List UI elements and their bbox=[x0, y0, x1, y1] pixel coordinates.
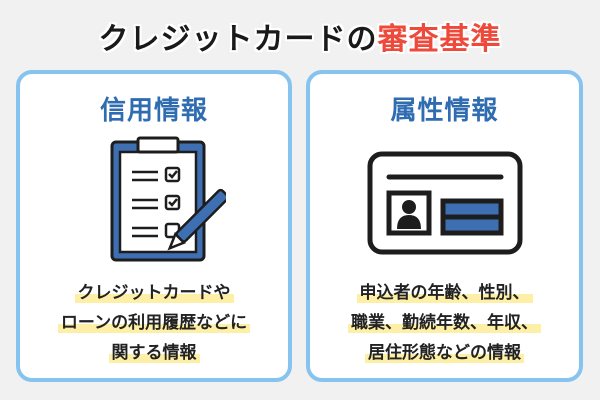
clipboard-checklist-icon bbox=[110, 136, 226, 262]
desc-line: 関する情報 bbox=[108, 343, 200, 363]
title-main: クレジットカードの bbox=[98, 22, 378, 57]
panel-description: クレジットカードや ローンの利用履歴などに 関する情報 bbox=[20, 278, 288, 368]
desc-line: 居住形態などの情報 bbox=[365, 343, 524, 363]
panel-title: 属性情報 bbox=[390, 96, 499, 126]
desc-line: 職業、勤続年数、年収、 bbox=[348, 313, 541, 333]
title-accent: 審査基準 bbox=[377, 22, 502, 57]
desc-line: 申込者の年齢、性別、 bbox=[356, 283, 533, 303]
id-card-icon bbox=[367, 151, 523, 255]
panel-title: 信用情報 bbox=[99, 96, 208, 126]
attribute-info-panel: 属性情報 申込者の年齢、性別、 職業、勤続年数、年収、 居住形態などの情報 bbox=[306, 70, 583, 382]
page-title: クレジットカードの審査基準 bbox=[0, 14, 600, 58]
desc-line: ローンの利用履歴などに bbox=[57, 313, 251, 333]
desc-line: クレジットカードや bbox=[74, 283, 234, 303]
credit-info-panel: 信用情報 クレジットカードや ローンの利用履歴などに 関する情報 bbox=[16, 70, 292, 382]
panel-description: 申込者の年齢、性別、 職業、勤続年数、年収、 居住形態などの情報 bbox=[310, 278, 579, 368]
